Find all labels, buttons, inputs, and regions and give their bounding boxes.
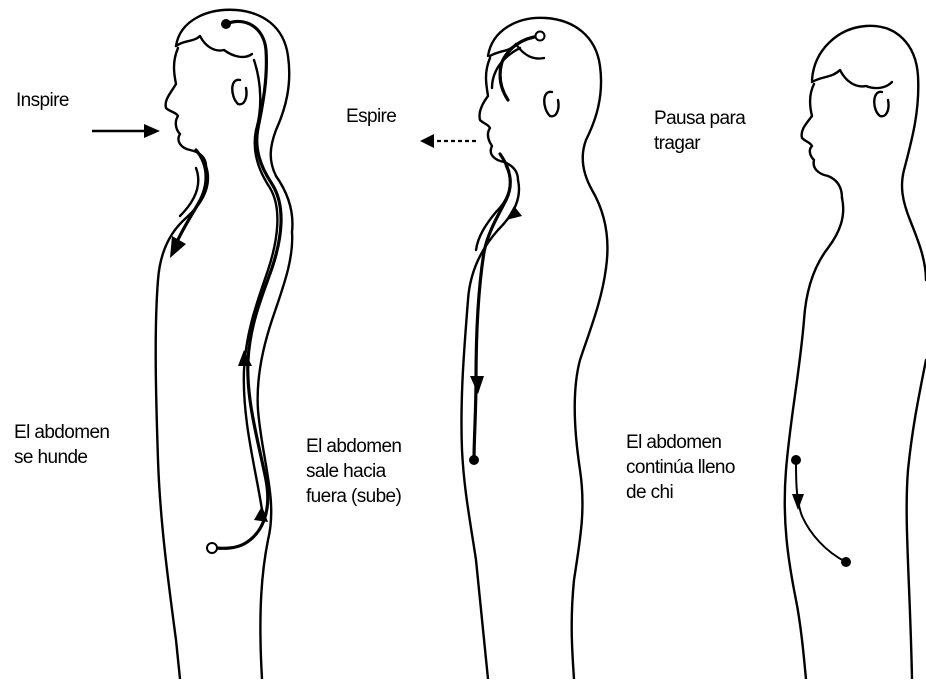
figure-inhale [92, 10, 292, 679]
figure-pause-back [907, 220, 926, 679]
abdomen-sinks-label: El abdomen se hunde [14, 420, 109, 470]
figure-inhale-flow-path [212, 22, 281, 549]
figure-exhale-flow-path [474, 36, 540, 460]
figure-exhale-air-arrowhead [420, 134, 434, 148]
figure-exhale [420, 18, 607, 679]
figure-inhale-air-arrowhead [144, 124, 160, 138]
figure-exhale-ear [544, 92, 558, 116]
abdomen-rises-label: El abdomen sale hacia fuera (sube) [306, 434, 401, 509]
figure-exhale-channel [476, 48, 520, 250]
figure-pause-hairline [812, 70, 892, 88]
figure-pause-head [812, 26, 918, 220]
pause-to-swallow-label: Pausa para tragar [654, 106, 745, 156]
figure-pause [785, 26, 926, 679]
figure-inhale-head-dot [221, 19, 231, 29]
figure-pause-flow-arrow [792, 494, 804, 510]
figure-pause-front-torso [785, 198, 844, 679]
figure-inhale-face [166, 48, 206, 166]
figure-pause-abdomen-flow [796, 460, 846, 562]
abdomen-full-label: El abdomen continúa lleno de chi [626, 430, 735, 505]
inspire-label: Inspire [16, 88, 69, 113]
figure-pause-top-dot [791, 455, 801, 465]
figure-exhale-front-torso [461, 180, 519, 679]
figure-inhale-ear [232, 80, 246, 104]
figure-inhale-throat-flow [176, 150, 206, 244]
figure-exhale-back [572, 268, 606, 679]
figure-exhale-down-arrow-1 [470, 376, 484, 394]
figure-exhale-end-dot [469, 455, 479, 465]
figure-pause-ear [874, 92, 888, 116]
figure-inhale-start-dot [207, 543, 217, 553]
figure-exhale-down-arrow-2 [506, 206, 522, 220]
figure-inhale-back [258, 232, 293, 679]
figure-pause-face [802, 84, 842, 198]
figure-exhale-head-dot [536, 32, 545, 41]
espire-label: Espire [346, 104, 396, 129]
figure-inhale-hairline [176, 36, 252, 57]
figure-exhale-hairline [490, 44, 544, 58]
figure-pause-end-dot [841, 557, 851, 567]
